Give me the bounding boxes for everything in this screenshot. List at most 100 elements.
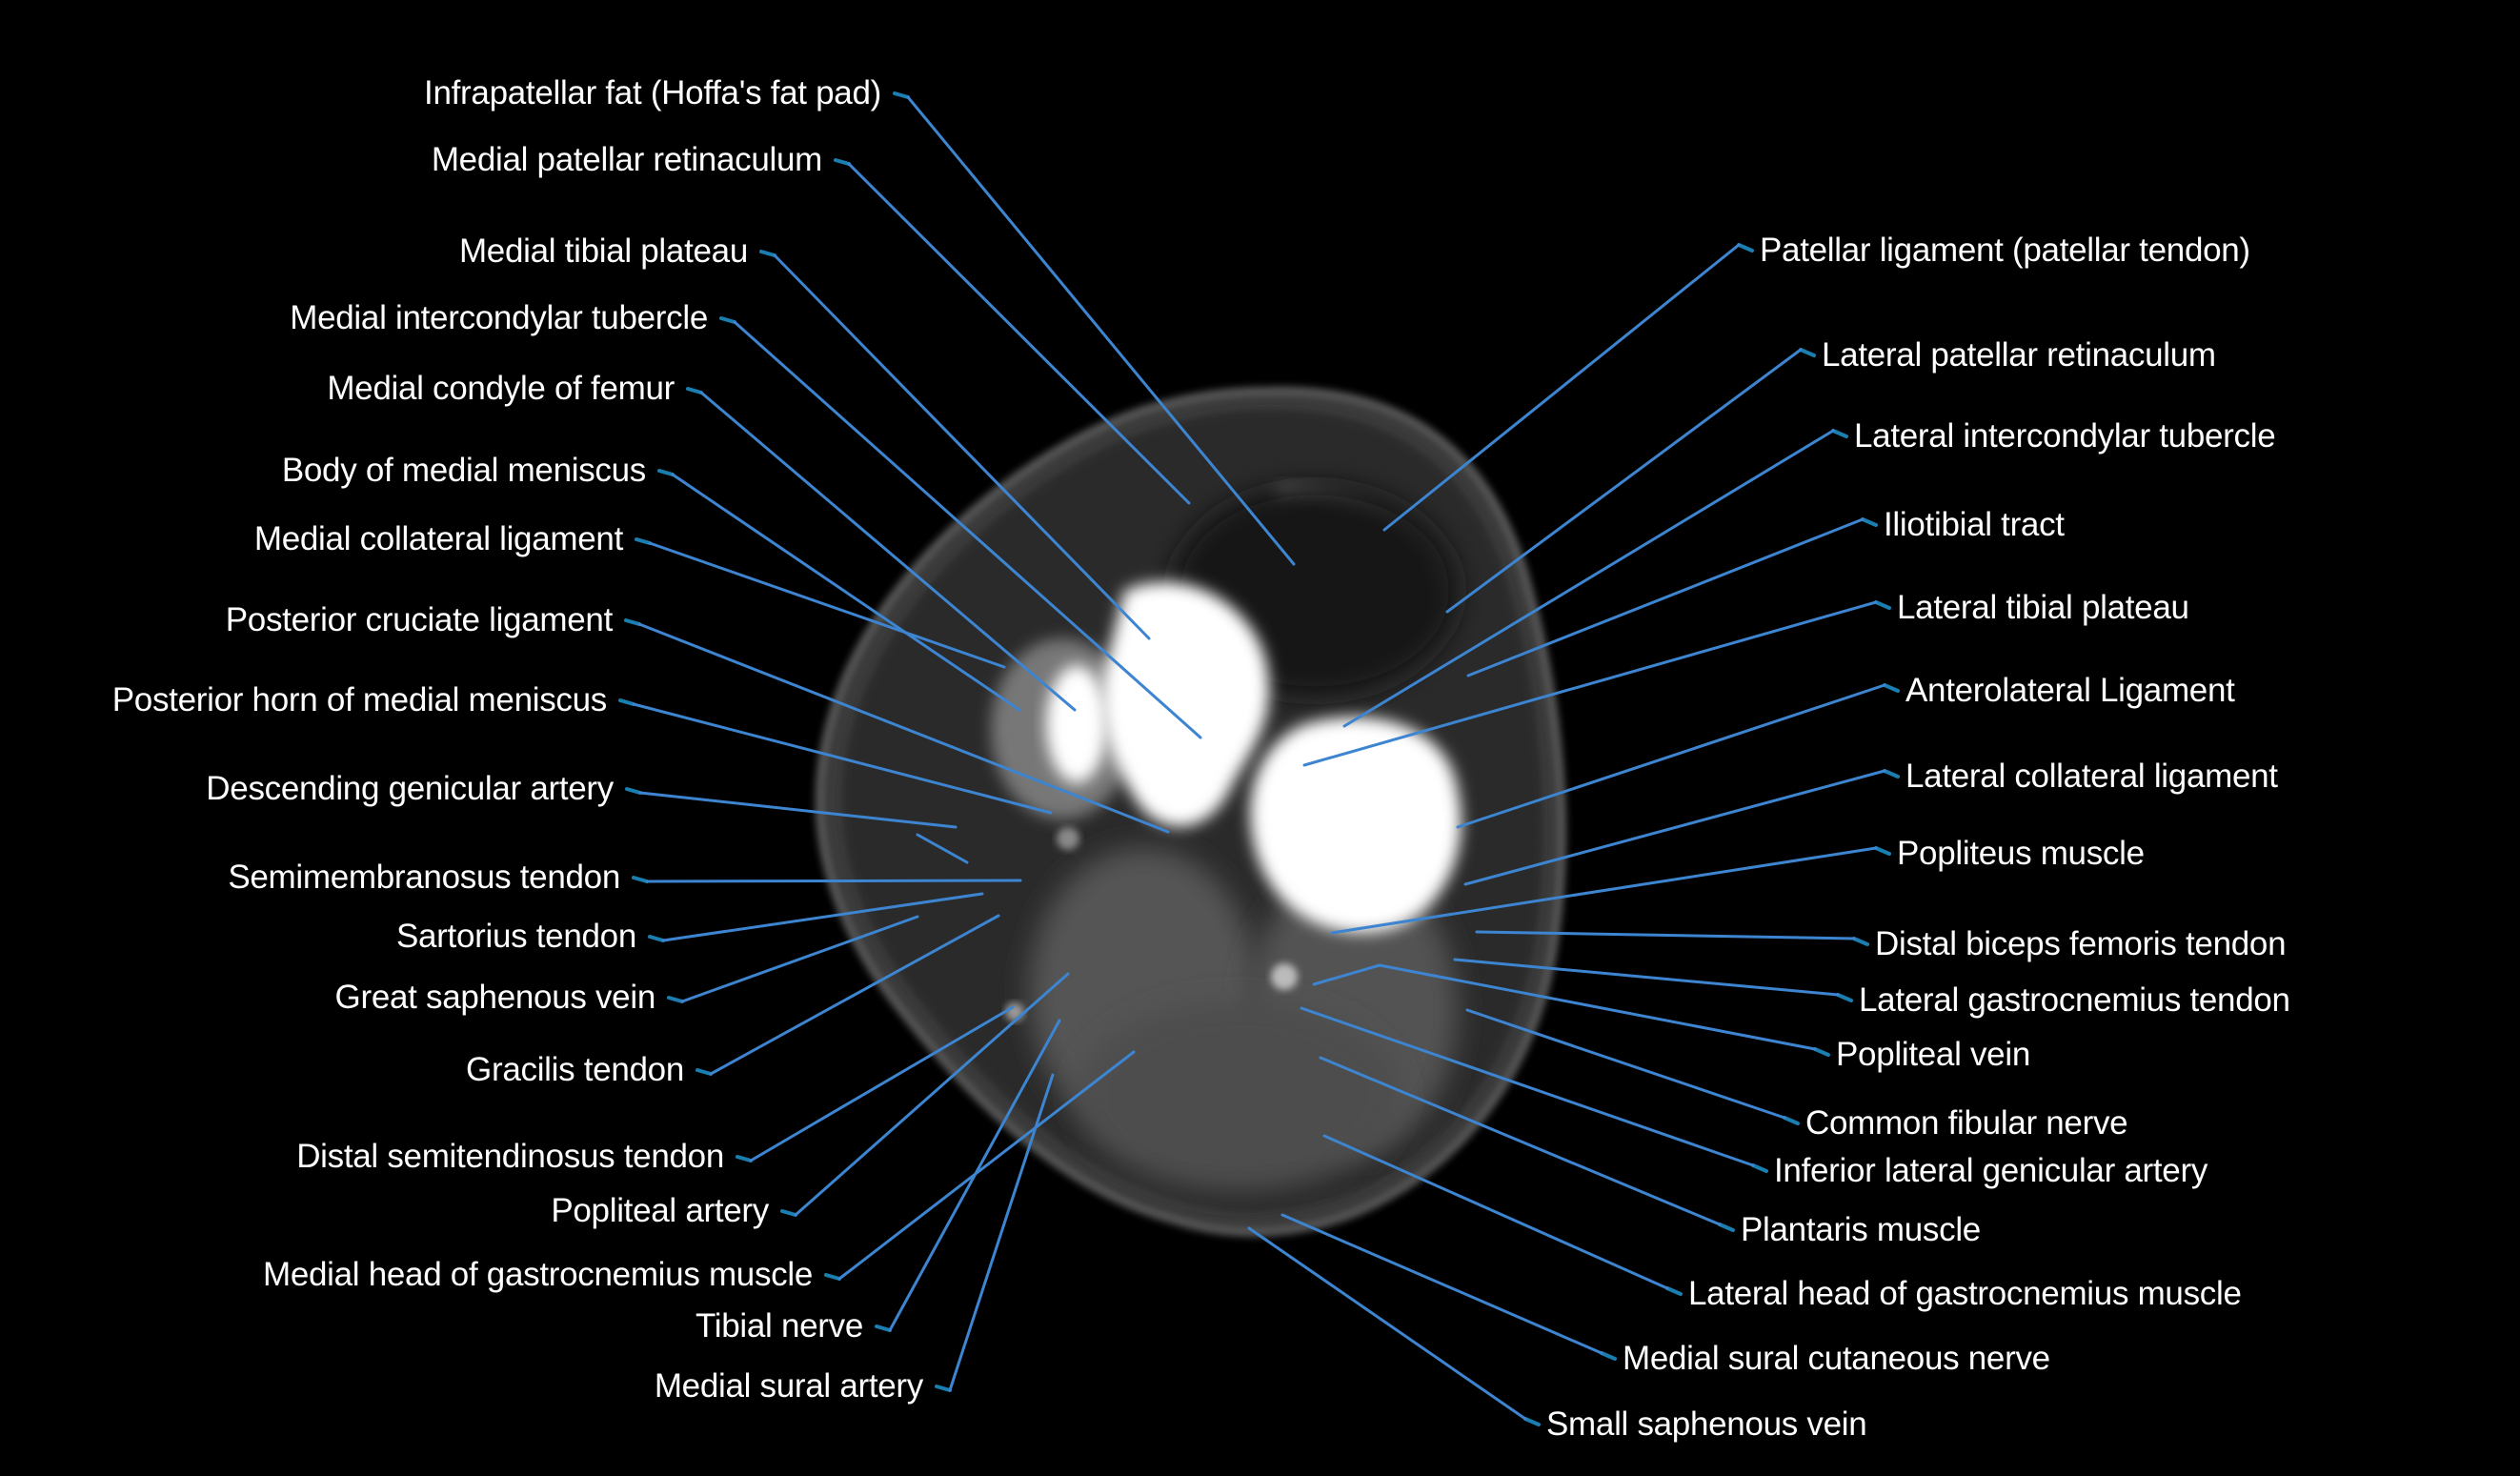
leader-line <box>637 622 1170 834</box>
label-tibial-nerve: Tibial nerve <box>695 1307 863 1345</box>
leader-line <box>1319 1056 1722 1226</box>
label-inferior-lateral-genicular-artery: Inferior lateral genicular artery <box>1774 1152 2208 1189</box>
leader-line <box>680 915 919 1003</box>
label-medial-tibial-plateau: Medial tibial plateau <box>458 233 748 270</box>
leader-line <box>948 1073 1055 1392</box>
leader-line <box>1852 937 1869 946</box>
leader-line <box>635 537 652 545</box>
leader-line <box>780 1209 797 1217</box>
leader-line <box>733 320 1202 739</box>
label-semimembranosus-tendon: Semimembranosus tendon <box>228 859 620 896</box>
leader-line <box>794 972 1070 1217</box>
leader-line <box>1799 348 1816 357</box>
leader-line <box>1836 993 1853 1002</box>
leader-line <box>1883 769 1900 778</box>
leader-line <box>1456 683 1886 829</box>
leader-line <box>1382 243 1741 532</box>
label-distal-biceps-femoris-tendon: Distal biceps femoris tendon <box>1875 925 2287 962</box>
leader-line <box>686 387 703 394</box>
leader-line <box>1523 1417 1541 1426</box>
label-common-fibular-nerve: Common fibular nerve <box>1805 1104 2128 1142</box>
leader-line <box>657 469 675 476</box>
label-lateral-head-of-gastrocnemius-muscle: Lateral head of gastrocnemius muscle <box>1688 1275 2242 1312</box>
leader-line <box>1300 1006 1755 1167</box>
label-medial-patellar-retinaculum: Medial patellar retinaculum <box>431 141 822 178</box>
leader-line <box>625 787 642 795</box>
leader-line <box>618 698 635 706</box>
label-lateral-tibial-plateau: Lateral tibial plateau <box>1897 589 2189 626</box>
leader-line <box>1600 1351 1617 1361</box>
leader-line <box>1322 1134 1669 1290</box>
label-popliteal-artery: Popliteal artery <box>551 1192 769 1229</box>
leader-line <box>773 253 1151 640</box>
label-great-saphenous-vein: Great saphenous vein <box>334 979 656 1016</box>
leader-line <box>648 541 1006 669</box>
leg-cross-section <box>815 386 1566 1237</box>
leader-line <box>1453 958 1840 997</box>
leader-line <box>1465 1008 1786 1120</box>
leader-line <box>661 892 984 942</box>
leader-line <box>645 879 1022 883</box>
label-anterolateral-ligament: Anterolateral Ligament <box>1905 672 2235 709</box>
leader-line <box>759 250 776 257</box>
leader-line <box>1737 243 1754 253</box>
label-sartorius-tendon: Sartorius tendon <box>395 918 636 955</box>
leader-line <box>1445 348 1803 614</box>
leader-line <box>875 1324 892 1332</box>
leader-line <box>736 1155 753 1163</box>
leader-line <box>671 473 1021 712</box>
leader-line <box>1302 600 1878 767</box>
label-medial-sural-cutaneous-nerve: Medial sural cutaneous nerve <box>1623 1340 2050 1377</box>
leader-line <box>1783 1116 1800 1125</box>
leader-lines <box>618 91 1900 1426</box>
label-lateral-collateral-ligament: Lateral collateral ligament <box>1905 758 2278 795</box>
leader-line <box>709 914 1000 1076</box>
label-lateral-patellar-retinaculum: Lateral patellar retinaculum <box>1822 336 2216 374</box>
leader-line <box>749 1005 1015 1163</box>
leader-line <box>638 791 958 829</box>
leader-line <box>1312 963 1381 986</box>
label-infrapatellar-fat-hoffa-s-fat-pad: Infrapatellar fat (Hoffa's fat pad) <box>424 74 881 111</box>
leader-line <box>1463 769 1886 886</box>
label-body-of-medial-meniscus: Body of medial meniscus <box>281 452 646 489</box>
label-medial-condyle-of-femur: Medial condyle of femur <box>327 370 675 407</box>
label-distal-semitendinosus-tendon: Distal semitendinosus tendon <box>296 1138 724 1175</box>
leader-line <box>719 316 736 324</box>
label-medial-intercondylar-tubercle: Medial intercondylar tubercle <box>290 299 708 336</box>
leader-line <box>1665 1286 1683 1296</box>
label-medial-collateral-ligament: Medial collateral ligament <box>253 520 623 557</box>
label-posterior-cruciate-ligament: Posterior cruciate ligament <box>225 601 614 638</box>
leader-line <box>847 162 1191 505</box>
label-medial-sural-artery: Medial sural artery <box>654 1367 923 1405</box>
leader-line <box>1342 429 1835 728</box>
leader-line <box>893 91 910 99</box>
leader-line <box>1378 963 1817 1051</box>
leader-line <box>1831 429 1848 438</box>
label-popliteal-vein: Popliteal vein <box>1836 1036 2030 1073</box>
leader-line <box>1813 1047 1830 1057</box>
leader-line <box>1466 517 1865 677</box>
leader-line <box>888 1019 1061 1332</box>
leader-line <box>1883 683 1900 693</box>
leader-line <box>1874 846 1891 856</box>
label-lateral-gastrocnemius-tendon: Lateral gastrocnemius tendon <box>1859 981 2290 1019</box>
label-lateral-intercondylar-tubercle: Lateral intercondylar tubercle <box>1854 417 2276 455</box>
leader-line <box>648 935 665 942</box>
leader-line <box>1874 600 1891 610</box>
label-posterior-horn-of-medial-meniscus: Posterior horn of medial meniscus <box>111 681 608 718</box>
label-plantaris-muscle: Plantaris muscle <box>1741 1211 1981 1248</box>
leader-line <box>1861 517 1878 527</box>
leader-line <box>632 876 649 883</box>
leader-line <box>916 833 969 864</box>
leader-line <box>632 702 1053 815</box>
leader-line <box>1280 1213 1603 1355</box>
leader-line <box>906 95 1296 566</box>
leader-line <box>696 1068 713 1076</box>
label-medial-head-of-gastrocnemius-muscle: Medial head of gastrocnemius muscle <box>262 1256 813 1293</box>
leader-line <box>824 1273 841 1281</box>
leader-line <box>1751 1163 1768 1173</box>
leader-line <box>837 1050 1136 1281</box>
leader-line <box>834 158 851 166</box>
label-popliteus-muscle: Popliteus muscle <box>1897 835 2145 872</box>
leader-line <box>699 391 1077 712</box>
